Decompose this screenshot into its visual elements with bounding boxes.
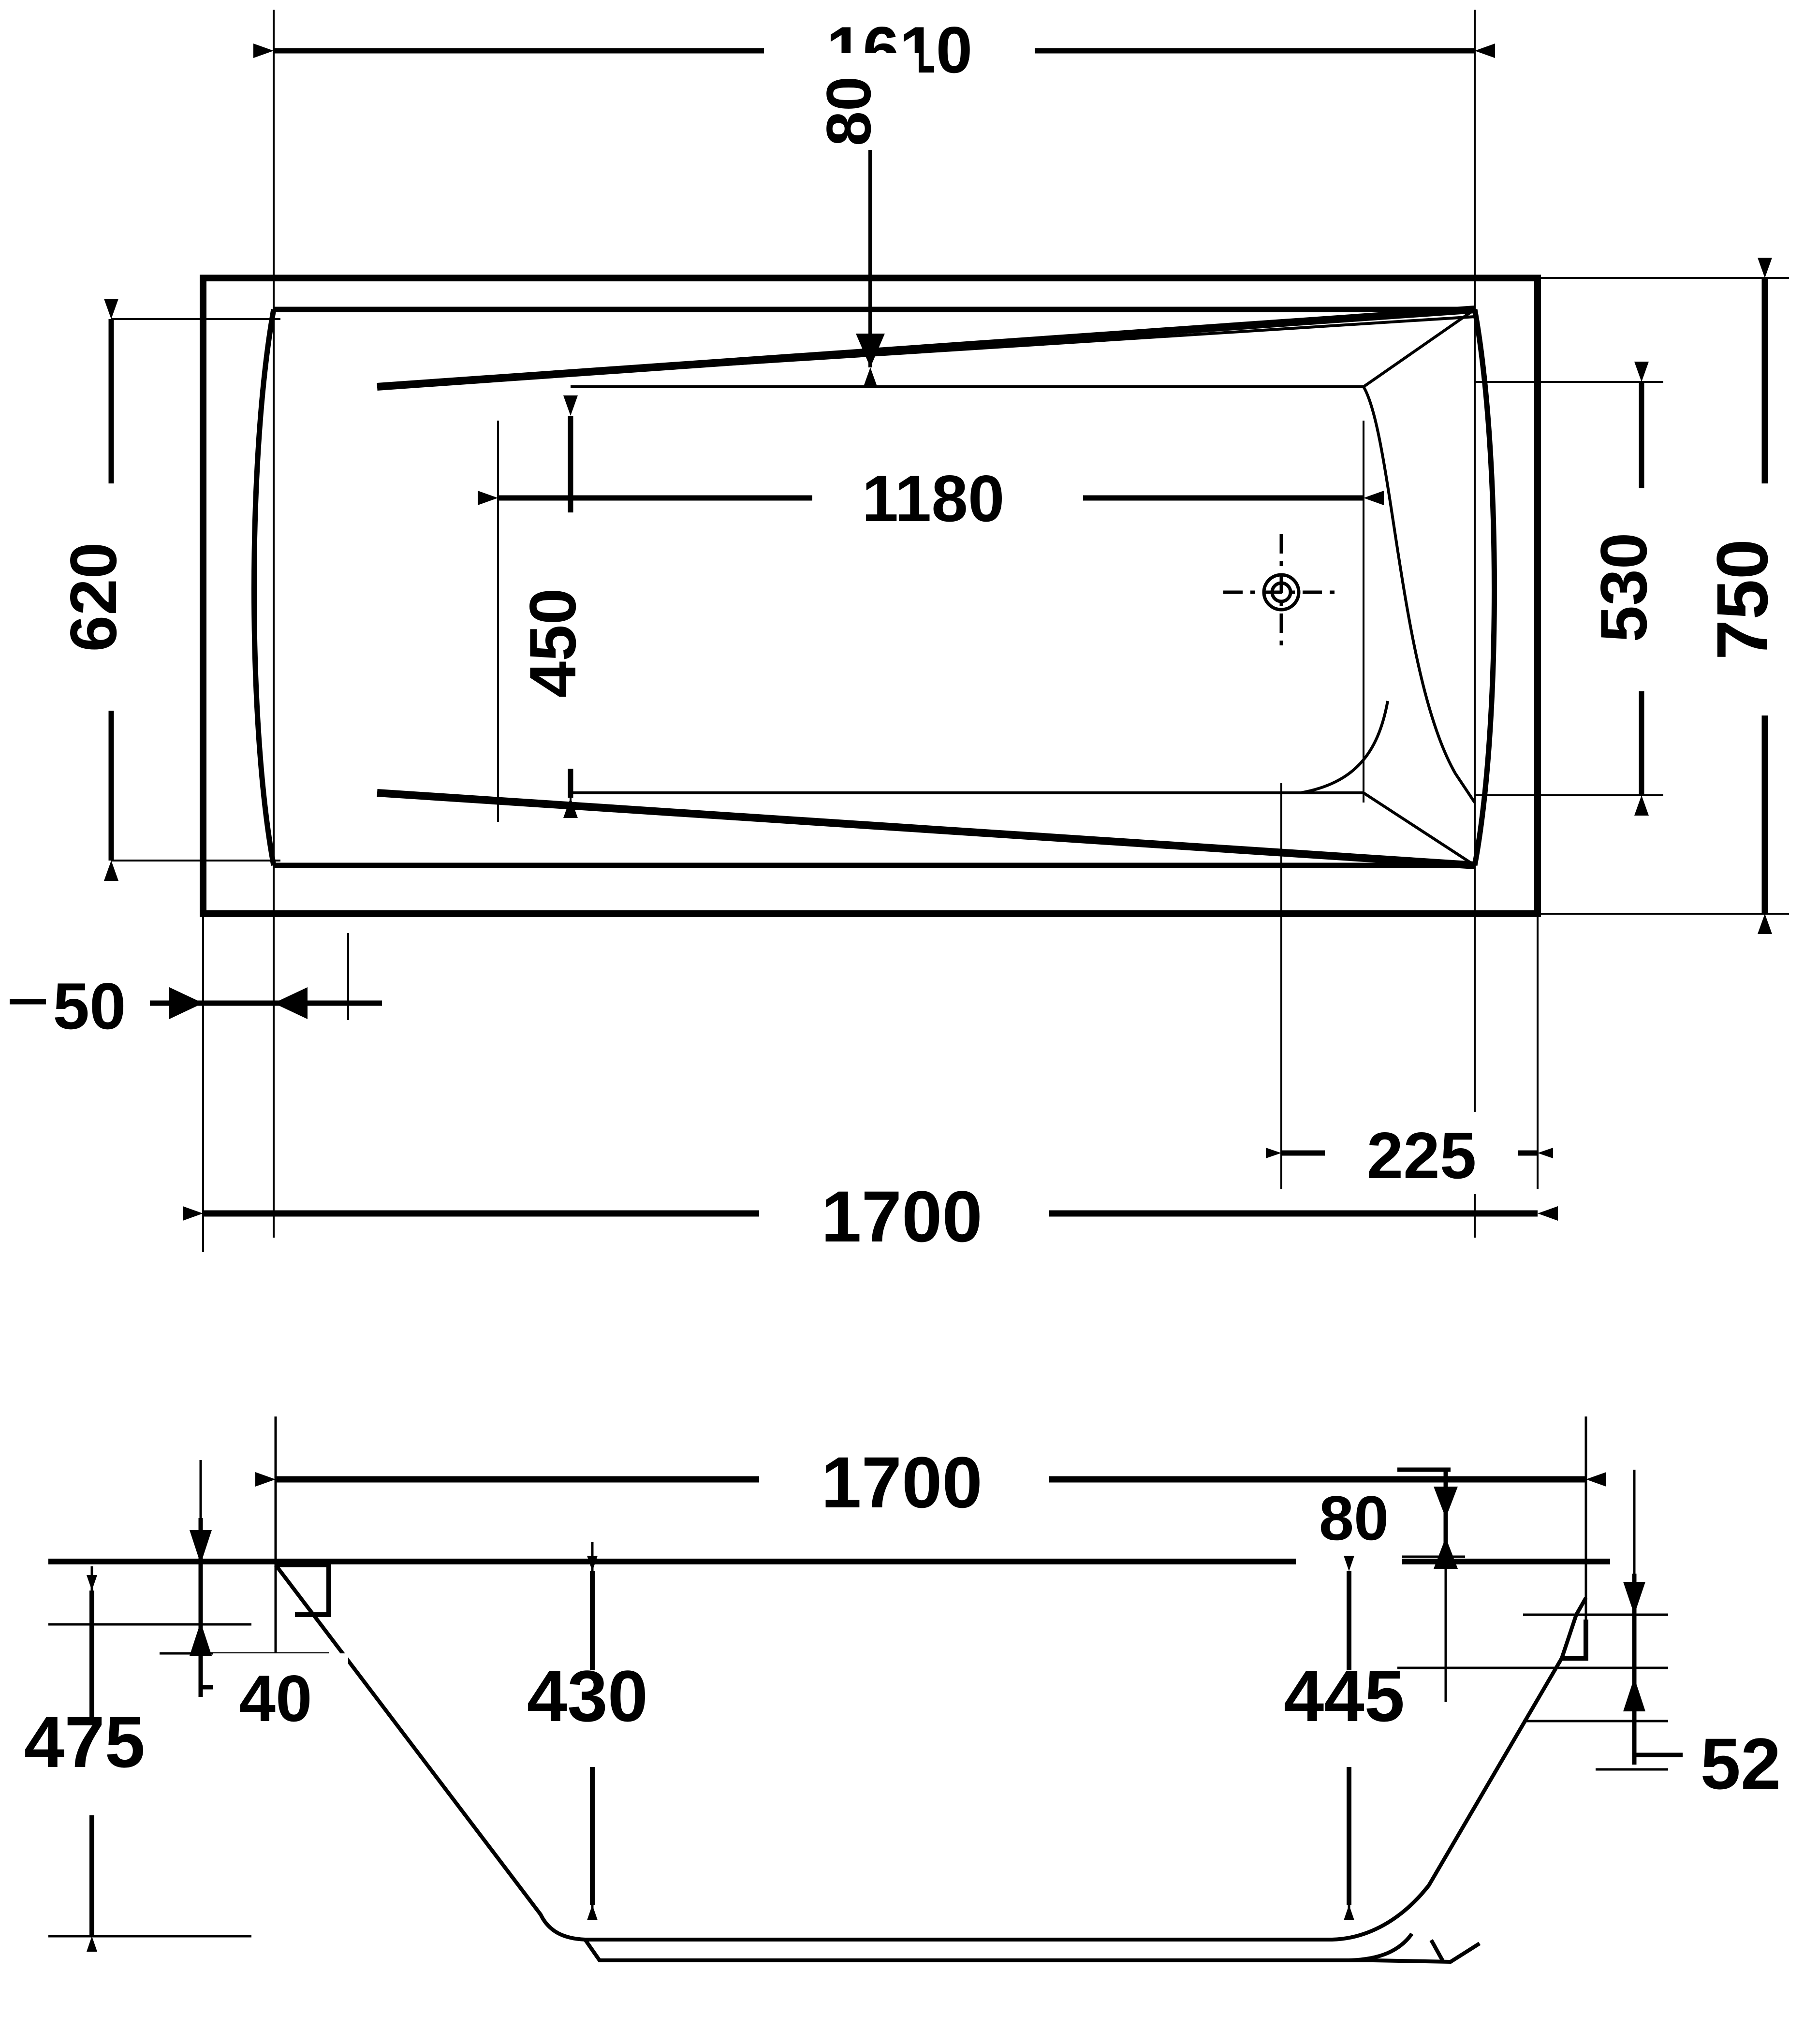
dimension-750: 750: [1701, 258, 1804, 934]
plan-view: 1610 80: [5, 10, 1804, 1257]
dimension-1610: 1610: [253, 10, 1495, 92]
dimension-52: 52: [1623, 1574, 1804, 1813]
dimension-445-label: 445: [1284, 1655, 1405, 1737]
dimension-40: 40: [190, 1518, 348, 1745]
dimension-475: 475: [10, 1575, 160, 1952]
dimension-1700-plan: 1700: [183, 1165, 1558, 1257]
dimension-1180: 1180: [478, 454, 1384, 541]
elevation-view: 1700 80 40 475: [10, 1416, 1804, 1964]
dimension-430: 430: [510, 1556, 670, 1920]
dimension-80-plan-label: 80: [813, 76, 884, 146]
dimension-750-label: 750: [1701, 539, 1783, 660]
bathtub-inner-bowl: [251, 307, 1497, 868]
bathtub-outer-rim: [200, 275, 1541, 917]
dimension-620-label: 620: [57, 542, 130, 652]
dimension-80-elevation: 80: [1296, 1467, 1458, 1595]
dimension-225-label: 225: [1367, 1119, 1477, 1192]
dimension-50: 50: [5, 962, 382, 1049]
dimension-1700-elevation-label: 1700: [821, 1442, 983, 1523]
dimension-80-plan: 80: [813, 53, 919, 388]
dimension-50-label: 50: [53, 969, 126, 1043]
bathtub-base-contour: [377, 306, 1476, 869]
dimension-40-label: 40: [239, 1662, 312, 1735]
dimension-445: 445: [1267, 1556, 1426, 1920]
dimension-475-label: 475: [24, 1701, 145, 1782]
dimension-1180-label: 1180: [862, 462, 1004, 535]
waste-outlet-icon: [1223, 534, 1339, 650]
dimension-1700-elevation: 1700: [255, 1431, 1606, 1523]
dimension-450-label: 450: [516, 588, 589, 698]
dimension-530: 530: [1587, 362, 1690, 816]
dimension-430-label: 430: [527, 1655, 648, 1737]
dimension-52-label: 52: [1701, 1723, 1781, 1804]
dimension-80-elevation-label: 80: [1319, 1483, 1389, 1553]
dimension-620: 620: [57, 299, 160, 881]
dimension-1700-plan-label: 1700: [821, 1176, 983, 1257]
dimension-530-label: 530: [1587, 533, 1660, 642]
dimension-450: 450: [516, 395, 619, 818]
dimension-225: 225: [1266, 1112, 1553, 1194]
